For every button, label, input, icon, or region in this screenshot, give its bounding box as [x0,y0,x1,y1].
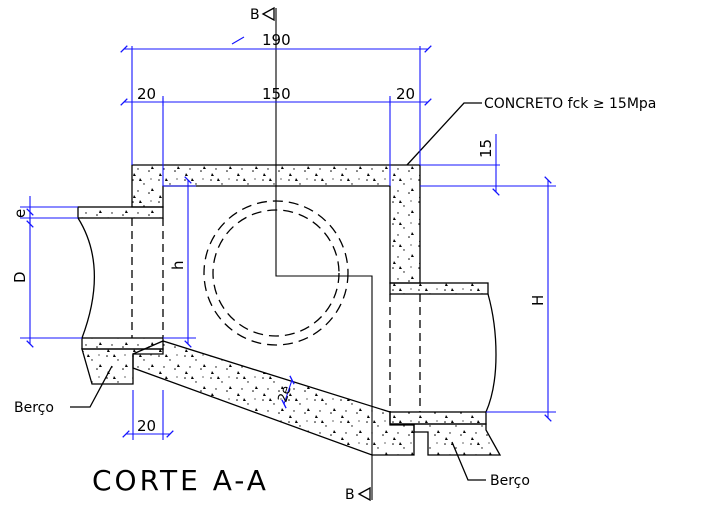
berco-left-leader [70,365,113,408]
section-marker-top: B [250,7,260,23]
berco-right-leader [451,441,486,481]
material-note: CONCRETO fck ≥ 15Mpa [484,96,656,112]
section-marker-bottom: B [345,487,355,503]
concrete-leader [406,102,482,166]
dim-inner-height: h [169,260,187,270]
berco-left-label: Berço [14,400,54,416]
outlet-pipe-break [485,293,497,413]
outlet-pipe-bottom-wall [389,411,487,425]
dimensions [20,36,556,440]
dim-outer-height: H [529,295,547,306]
section-marker-bottom-arrow [357,486,371,502]
dim-pipe-wall: e [11,209,29,218]
dim-bottom-thickness: 2e [276,384,295,404]
dim-right-wall: 20 [396,85,415,103]
right-berco [389,423,502,456]
section-marker-top-arrow [261,6,275,22]
dim-inner-width: 150 [262,85,291,103]
inlet-pipe-break [77,217,95,339]
dimension-text: 190 150 20 20 15 e D h H 2e 20 [11,31,547,435]
structure [70,6,502,502]
inlet-pipe-top-wall [77,206,164,219]
dim-berco-width: 20 [137,417,156,435]
section-cut-line [275,8,373,500]
annotation-text: B B CONCRETO fck ≥ 15Mpa Berço Berço COR… [14,7,656,503]
dim-line-2e [281,375,295,409]
berco-right-label: Berço [490,473,530,489]
dim-pipe-diameter: D [11,271,29,283]
dim-slab-thickness: 15 [477,139,495,158]
dim-overall-width: 190 [262,31,291,49]
outlet-pipe-top-wall [389,282,489,295]
dim-left-wall: 20 [137,85,156,103]
drawing-title: CORTE A-A [92,464,269,497]
